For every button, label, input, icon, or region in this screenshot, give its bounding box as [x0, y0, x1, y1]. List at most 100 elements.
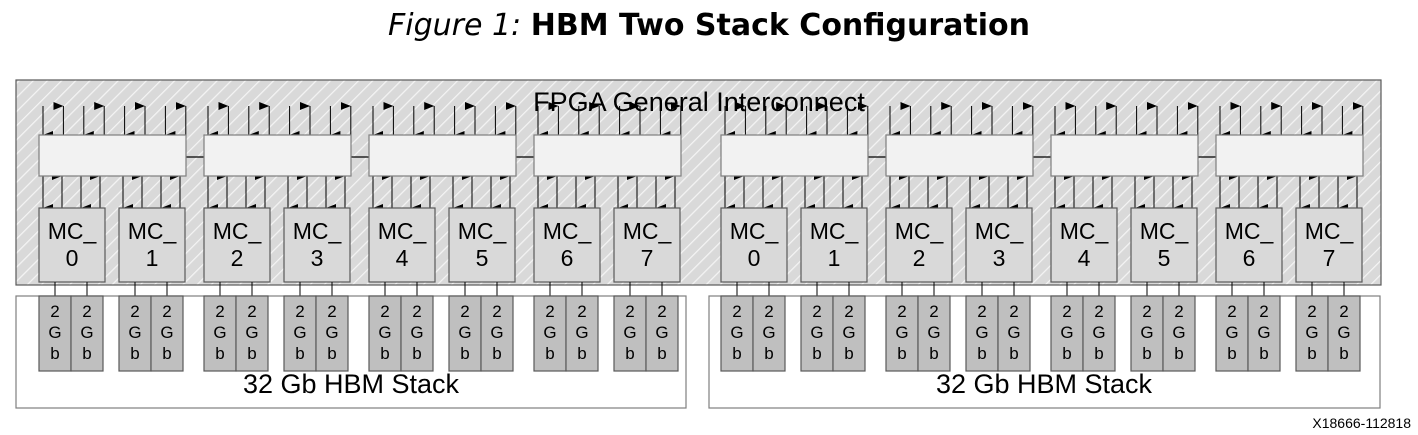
pseudo-channel-label: G	[458, 323, 471, 342]
memory-controller: MC_4	[368, 207, 436, 283]
pseudo-channel-label: b	[977, 344, 986, 363]
mc-label-prefix: MC_	[1225, 218, 1275, 244]
mc-label-index: 7	[1323, 245, 1336, 271]
pseudo-channel-label: b	[577, 344, 586, 363]
mc-label-prefix: MC_	[543, 218, 593, 244]
pseudo-channel-box	[480, 295, 514, 372]
reference-id: X18666-112818	[1312, 415, 1411, 431]
pseudo-channel-label: b	[1259, 344, 1268, 363]
pseudo-channel-label: G	[1257, 323, 1270, 342]
pseudo-channel-label: 2	[1259, 302, 1268, 321]
memory-controller: MC_3	[283, 207, 351, 283]
pseudo-channel-label: 2	[492, 302, 501, 321]
memory-controller: MC_1	[800, 207, 868, 283]
pseudo-channel: 2Gb	[917, 295, 951, 372]
pseudo-channel-label: G	[1172, 323, 1185, 342]
pseudo-channel-box	[645, 295, 679, 372]
pseudo-channel-label: 2	[1307, 302, 1316, 321]
pseudo-channel-box	[400, 295, 434, 372]
pseudo-channel-label: G	[48, 323, 61, 342]
pseudo-channel-label: 2	[977, 302, 986, 321]
memory-controller: MC_2	[885, 207, 953, 283]
pseudo-channel-label: b	[1307, 344, 1316, 363]
pseudo-channel-label: G	[213, 323, 226, 342]
pseudo-channel-box	[38, 295, 72, 372]
pseudo-channel: 2Gb	[480, 295, 514, 372]
mc-box	[613, 207, 681, 283]
pseudo-channel-label: b	[844, 344, 853, 363]
pseudo-channel-label: G	[730, 323, 743, 342]
pseudo-channel: 2Gb	[150, 295, 184, 372]
mc-label-index: 4	[1078, 245, 1091, 271]
pseudo-channel-box	[150, 295, 184, 372]
pseudo-channel-label: G	[895, 323, 908, 342]
pseudo-channel-label: b	[130, 344, 139, 363]
mc-box	[118, 207, 186, 283]
mc-label-index: 7	[641, 245, 654, 271]
mc-label-index: 3	[311, 245, 324, 271]
pseudo-channel-label: 2	[577, 302, 586, 321]
mc-label-prefix: MC_	[730, 218, 780, 244]
memory-controller: MC_6	[1215, 207, 1283, 283]
mc-label-prefix: MC_	[1140, 218, 1190, 244]
mc-label-prefix: MC_	[1305, 218, 1355, 244]
pseudo-channel-label: 2	[929, 302, 938, 321]
pseudo-channel-label: 2	[380, 302, 389, 321]
pseudo-channel-label: b	[1339, 344, 1348, 363]
pseudo-channel-label: G	[1092, 323, 1105, 342]
pseudo-channel-box	[565, 295, 599, 372]
pseudo-channel-label: 2	[844, 302, 853, 321]
mc-label-prefix: MC_	[128, 218, 178, 244]
switches	[38, 134, 1364, 177]
pseudo-channel-label: b	[625, 344, 634, 363]
pseudo-channel: 2Gb	[720, 295, 754, 372]
mc-label-prefix: MC_	[1060, 218, 1110, 244]
pseudo-channel-label: b	[380, 344, 389, 363]
mc-label-index: 3	[993, 245, 1006, 271]
pseudo-channel: 2Gb	[1215, 295, 1249, 372]
pseudo-channel-label: 2	[657, 302, 666, 321]
fpga-label: FPGA General Interconnect	[533, 87, 865, 117]
mc-label-prefix: MC_	[975, 218, 1025, 244]
mc-box	[1050, 207, 1118, 283]
pseudo-channel-label: 2	[215, 302, 224, 321]
pseudo-channel-label: G	[1305, 323, 1318, 342]
pseudo-channel-label: b	[295, 344, 304, 363]
mc-box	[1215, 207, 1283, 283]
pseudo-channel-label: G	[1140, 323, 1153, 342]
pseudo-channel: 2Gb	[203, 295, 237, 372]
mc-label-index: 2	[231, 245, 244, 271]
pseudo-channel-label: b	[812, 344, 821, 363]
pseudo-channel-label: G	[927, 323, 940, 342]
pseudo-channel-label: b	[732, 344, 741, 363]
figure-number: Figure 1:	[388, 8, 522, 43]
pseudo-channel: 2Gb	[1247, 295, 1281, 372]
pseudo-channel-label: b	[764, 344, 773, 363]
axi-switch	[533, 134, 682, 177]
pseudo-channel-box	[752, 295, 786, 372]
pseudo-channel-label: b	[327, 344, 336, 363]
axi-switch	[1215, 134, 1364, 177]
pseudo-channel-box	[1247, 295, 1281, 372]
axi-switch	[368, 134, 517, 177]
pseudo-channel: 2Gb	[448, 295, 482, 372]
pseudo-channel-label: 2	[732, 302, 741, 321]
mc-box	[283, 207, 351, 283]
pseudo-channel: 2Gb	[368, 295, 402, 372]
pseudo-channel-label: G	[655, 323, 668, 342]
pseudo-channel: 2Gb	[645, 295, 679, 372]
pseudo-channel: 2Gb	[400, 295, 434, 372]
pseudo-channel-box	[1130, 295, 1164, 372]
pseudo-channel: 2Gb	[315, 295, 349, 372]
pseudo-channel-box	[1295, 295, 1329, 372]
pseudo-channel-label: b	[929, 344, 938, 363]
pseudo-channel-label: G	[410, 323, 423, 342]
pseudo-channel-label: 2	[1174, 302, 1183, 321]
pseudo-channel: 2Gb	[38, 295, 72, 372]
memory-controller: MC_0	[38, 207, 106, 283]
pseudo-channel-label: 2	[460, 302, 469, 321]
pseudo-channel-box	[235, 295, 269, 372]
mc-label-prefix: MC_	[213, 218, 263, 244]
pseudo-channel-label: b	[1062, 344, 1071, 363]
